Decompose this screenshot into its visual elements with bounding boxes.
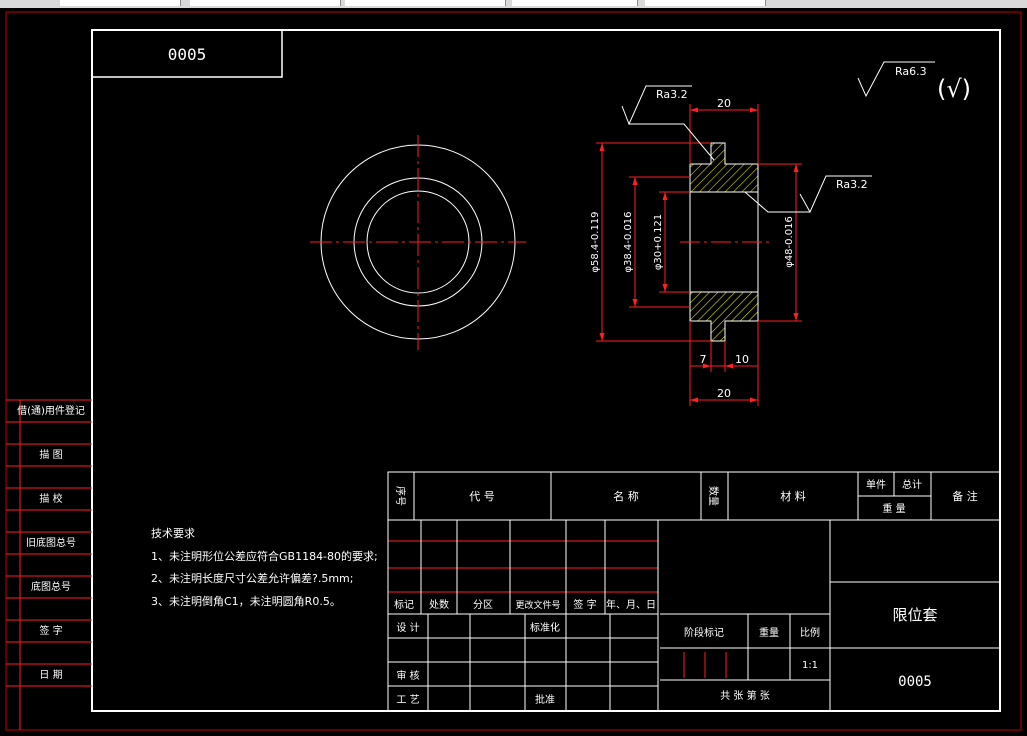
dimension-arrows bbox=[599, 107, 799, 403]
stage-mark-cells bbox=[683, 652, 727, 678]
bom-name: 名 称 bbox=[613, 489, 639, 503]
tb-scale: 比例 bbox=[800, 626, 820, 639]
dim-d58: φ58.4-0.119 bbox=[590, 211, 601, 272]
drawing-frame bbox=[91, 29, 1001, 712]
left-column-labels: 借(通)用件登记 描 图 描 校 旧底图总号 底图总号 签 字 日 期 bbox=[17, 404, 85, 681]
dimensions bbox=[596, 104, 802, 406]
tb-stage-mark: 阶段标记 bbox=[684, 626, 724, 639]
bom-weight: 重 量 bbox=[882, 502, 905, 515]
dim-top-width: 20 bbox=[717, 97, 731, 110]
bom-total: 总计 bbox=[902, 478, 922, 491]
left-label-signature: 签 字 bbox=[39, 624, 62, 637]
roughness-general-label: Ra6.3 bbox=[895, 65, 927, 78]
dim-d30: φ30+0.121 bbox=[653, 214, 664, 270]
dim-d48: φ48-0.016 bbox=[784, 216, 795, 268]
tb-date: 年、月、日 bbox=[606, 598, 656, 611]
tb-process: 工 艺 bbox=[396, 694, 419, 706]
window-toolbar-strip bbox=[0, 0, 1027, 8]
tb-standard: 标准化 bbox=[530, 621, 560, 634]
left-label-date: 日 期 bbox=[39, 669, 62, 681]
dim-step-7: 7 bbox=[700, 353, 707, 366]
toolbar-segment[interactable] bbox=[645, 0, 766, 6]
tb-part-name: 限位套 bbox=[892, 606, 937, 624]
bom-header-labels: 序号 代 号 名 称 数量 材 料 单件 总计 重 量 备 注 bbox=[394, 478, 978, 515]
tb-zone: 分区 bbox=[473, 599, 493, 611]
left-label-reg: 借(通)用件登记 bbox=[17, 404, 85, 417]
bom-unit: 单件 bbox=[866, 479, 886, 491]
tb-mark: 标记 bbox=[394, 599, 414, 611]
tb-weight: 重量 bbox=[759, 626, 779, 639]
roughness-callout-2: Ra3.2 bbox=[744, 175, 872, 214]
tb-approve: 批准 bbox=[535, 693, 555, 706]
drawing-number-top: 0005 bbox=[168, 45, 207, 64]
bom-seq: 序号 bbox=[394, 486, 407, 506]
roughness-label-2: Ra3.2 bbox=[836, 178, 868, 191]
left-label-base-no: 底图总号 bbox=[31, 580, 71, 593]
left-registration-column bbox=[6, 399, 92, 730]
bom-code: 代 号 bbox=[469, 490, 495, 503]
outer-border bbox=[5, 11, 1022, 731]
tech-req-line-3: 3、未注明倒角C1，未注明圆角R0.5。 bbox=[151, 594, 341, 608]
technical-requirements: 技术要求 1、未注明形位公差应符合GB1184-80的要求; 2、未注明长度尺寸… bbox=[151, 527, 378, 608]
toolbar-segment[interactable] bbox=[190, 0, 341, 6]
drawing-number-box: 0005 bbox=[92, 30, 283, 78]
dim-step-10: 10 bbox=[735, 353, 749, 366]
tb-design: 设 计 bbox=[396, 621, 419, 634]
tb-check: 审 核 bbox=[396, 669, 419, 682]
toolbar-segment[interactable] bbox=[512, 0, 638, 6]
left-label-old-no: 旧底图总号 bbox=[26, 536, 76, 549]
bom-header bbox=[387, 471, 1001, 521]
tb-drawing-no: 0005 bbox=[898, 674, 932, 690]
bom-material: 材 料 bbox=[780, 489, 806, 503]
bom-qty: 数量 bbox=[707, 486, 720, 506]
left-label-trace-check: 描 校 bbox=[39, 492, 62, 505]
section-view bbox=[680, 142, 770, 342]
tb-sign: 签 字 bbox=[573, 598, 596, 611]
front-view bbox=[310, 135, 526, 350]
title-block-labels: 标记 处数 分区 更改文件号 签 字 年、月、日 设 计 标准化 审 核 工 艺… bbox=[394, 598, 938, 706]
title-block-grid bbox=[387, 520, 1000, 711]
dim-d38: φ38.4-0.016 bbox=[623, 211, 634, 272]
left-label-trace: 描 图 bbox=[39, 448, 62, 461]
tb-doc-no: 更改文件号 bbox=[515, 599, 560, 611]
tb-sheets: 共 张 第 张 bbox=[720, 689, 770, 702]
roughness-general-parenthesis: (√) bbox=[937, 75, 971, 103]
tb-scale-value: 1:1 bbox=[802, 660, 818, 671]
change-record-grid bbox=[388, 540, 658, 593]
roughness-label-1: Ra3.2 bbox=[656, 88, 688, 101]
tech-req-line-1: 1、未注明形位公差应符合GB1184-80的要求; bbox=[151, 549, 378, 563]
general-roughness-symbol: Ra6.3 (√) bbox=[857, 61, 971, 103]
bom-remark: 备 注 bbox=[952, 489, 978, 503]
toolbar-segment[interactable] bbox=[60, 0, 181, 6]
dim-bottom-width: 20 bbox=[717, 387, 731, 400]
tb-count: 处数 bbox=[429, 598, 449, 611]
roughness-callout-1: Ra3.2 bbox=[621, 85, 715, 161]
tech-req-title: 技术要求 bbox=[151, 527, 195, 540]
tech-req-line-2: 2、未注明长度尺寸公差允许偏差?.5mm; bbox=[151, 571, 353, 585]
toolbar-segment[interactable] bbox=[345, 0, 506, 6]
